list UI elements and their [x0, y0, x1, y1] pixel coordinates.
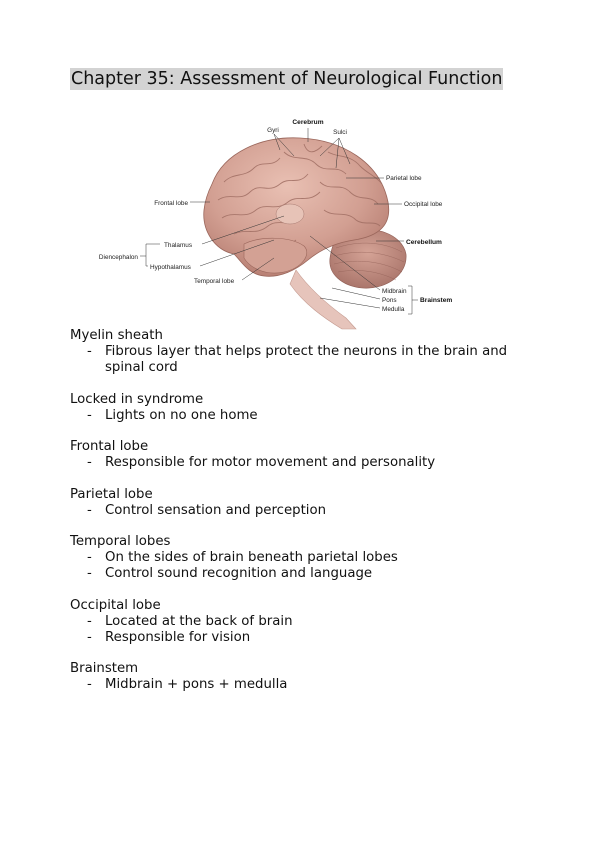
note-section: Frontal lobe-Responsible for motor movem… — [70, 439, 540, 471]
note-section: Brainstem-Midbrain + pons + medulla — [70, 661, 540, 693]
diencephalon-label: Diencephalon — [99, 254, 139, 261]
occipital-lobe-label: Occipital lobe — [404, 201, 443, 208]
thalamus-label: Thalamus — [164, 242, 192, 249]
bullet-text: Lights on no one home — [105, 407, 258, 423]
midbrain-label: Midbrain — [382, 288, 407, 295]
section-title: Frontal lobe — [70, 439, 149, 454]
hypothalamus-label: Hypothalamus — [150, 264, 191, 271]
bullet-marker: - — [87, 455, 92, 470]
section-title: Temporal lobes — [70, 534, 171, 549]
brainstem-label: Brainstem — [420, 297, 452, 304]
bullet-marker: - — [87, 344, 92, 359]
note-section: Parietal lobe-Control sensation and perc… — [70, 487, 540, 519]
bullet-item: -Control sensation and perception — [70, 503, 540, 519]
section-title: Brainstem — [70, 661, 139, 676]
bullet-item: -Control sound recognition and language — [70, 566, 540, 582]
gyri-label: Gyri — [267, 127, 279, 134]
bullet-item: -Fibrous layer that helps protect the ne… — [70, 344, 540, 376]
bullet-item: -Midbrain + pons + medulla — [70, 677, 540, 693]
section-title: Parietal lobe — [70, 486, 153, 502]
bullet-marker: - — [87, 629, 92, 645]
note-section: Temporal lobes-On the sides of brain ben… — [70, 534, 540, 582]
pons-label: Pons — [382, 297, 397, 304]
note-section: Myelin sheath-Fibrous layer that helps p… — [70, 328, 540, 376]
note-section: Locked in syndrome-Lights on no one home — [70, 392, 540, 424]
bullet-marker: - — [87, 407, 92, 423]
brainstem-shape — [289, 269, 357, 330]
bullet-list: -Located at the back of brain-Responsibl… — [70, 614, 540, 646]
bullet-list: -On the sides of brain beneath parietal … — [70, 550, 540, 582]
sulci-label: Sulci — [333, 129, 347, 136]
bullet-item: -Responsible for motor movement and pers… — [70, 455, 540, 471]
cerebrum-label: Cerebrum — [292, 119, 323, 126]
section-title: Locked in syndrome — [70, 391, 204, 407]
bullet-list: -Responsible for motor movement and pers… — [70, 455, 540, 471]
bullet-text: Responsible for vision — [105, 629, 251, 645]
bullet-text: On the sides of brain beneath parietal l… — [105, 550, 398, 565]
cerebellum-label: Cerebellum — [406, 239, 442, 246]
brain-diagram: Cerebrum Gyri Sulci Parietal lobe Occipi… — [84, 112, 464, 332]
section-title: Occipital lobe — [70, 597, 161, 613]
bullet-item: -Located at the back of brain — [70, 614, 540, 630]
parietal-lobe-label: Parietal lobe — [386, 175, 422, 182]
temporal-lobe-label: Temporal lobe — [194, 278, 235, 285]
bullet-item: -On the sides of brain beneath parietal … — [70, 550, 540, 566]
cerebellum-shape — [329, 228, 407, 289]
bullet-item: -Responsible for vision — [70, 630, 540, 646]
bullet-marker: - — [87, 566, 92, 581]
section-title: Myelin sheath — [70, 328, 163, 343]
bullet-text: Midbrain + pons + medulla — [105, 677, 288, 692]
temporal-lobe-shape — [243, 237, 308, 274]
bullet-marker: - — [87, 550, 92, 565]
bullet-text: Responsible for motor movement and perso… — [105, 455, 436, 470]
bullet-text: Fibrous layer that helps protect the neu… — [105, 344, 508, 375]
bullet-marker: - — [87, 677, 92, 692]
thalamus-shape — [275, 203, 305, 225]
bullet-text: Control sound recognition and language — [105, 566, 373, 581]
bullet-text: Located at the back of brain — [105, 613, 293, 629]
bullet-item: -Lights on no one home — [70, 408, 540, 424]
bullet-marker: - — [87, 613, 92, 629]
bullet-list: -Lights on no one home — [70, 408, 540, 424]
bullet-list: -Fibrous layer that helps protect the ne… — [70, 344, 540, 376]
brain-illustration: Cerebrum Gyri Sulci Parietal lobe Occipi… — [99, 119, 452, 330]
bullet-list: -Control sensation and perception — [70, 503, 540, 519]
frontal-lobe-label: Frontal lobe — [154, 200, 188, 207]
medulla-label: Medulla — [382, 306, 405, 313]
notes-list: Myelin sheath-Fibrous layer that helps p… — [70, 328, 540, 709]
bullet-marker: - — [87, 502, 92, 518]
page-title: Chapter 35: Assessment of Neurological F… — [70, 68, 504, 90]
bullet-text: Control sensation and perception — [105, 502, 327, 518]
note-section: Occipital lobe-Located at the back of br… — [70, 598, 540, 646]
bullet-list: -Midbrain + pons + medulla — [70, 677, 540, 693]
